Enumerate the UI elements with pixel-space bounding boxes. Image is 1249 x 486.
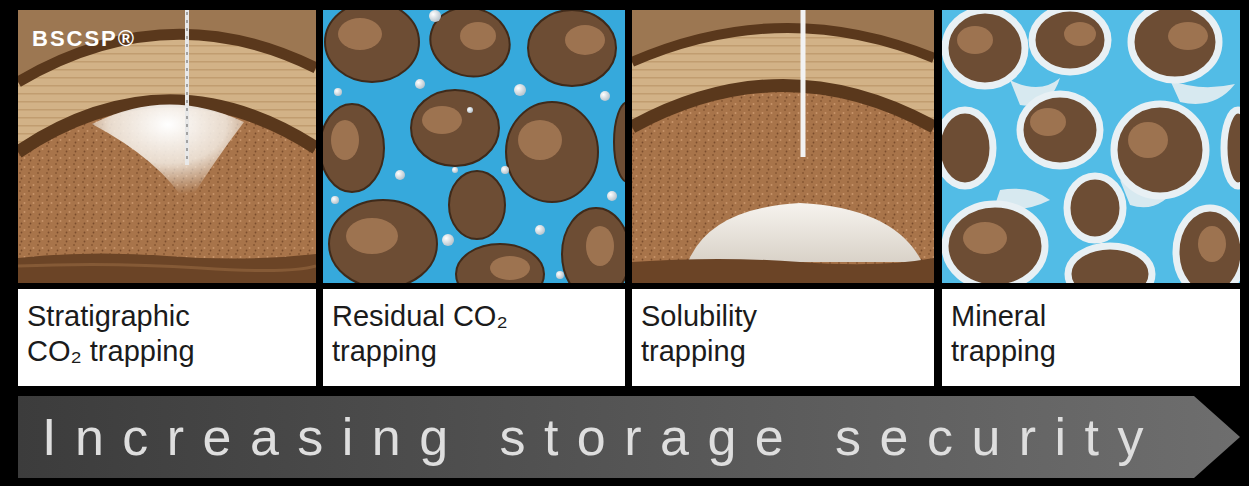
grain-highlight-part [346, 218, 398, 254]
co2-bubble-part [331, 196, 339, 204]
co2-bubble-part [395, 170, 405, 180]
residual-panel [323, 10, 625, 283]
mineral-panel [942, 10, 1240, 283]
stratigraphic-panel-part [186, 12, 188, 163]
label-box: Stratigraphic CO₂ trapping [18, 289, 316, 386]
grain-highlight-part [963, 222, 1007, 254]
solubility-panel-part [801, 10, 806, 157]
grain-highlight-part [586, 226, 614, 266]
grain-highlight-part [460, 22, 496, 50]
trapping-label: Stratigraphic CO₂ trapping [27, 299, 222, 369]
grain-highlight-part [565, 25, 605, 55]
watermark: BSCSP® [32, 28, 136, 50]
label-box: Solubility trapping [632, 289, 934, 386]
coated-grain-part [1176, 208, 1240, 283]
co2-bubble-part [600, 91, 610, 101]
co2-bubble-part [452, 167, 458, 173]
coated-grain-part [1020, 94, 1100, 166]
rock-grain-part [449, 171, 505, 239]
rock-grain-part [614, 102, 625, 182]
solubility-panel-part [632, 258, 934, 283]
rock-grain-part [323, 104, 384, 192]
trapping-label: Mineral trapping [951, 299, 1146, 369]
coated-grain-part [1114, 104, 1206, 196]
grain-highlight-part [957, 26, 993, 54]
coated-grain-part [1032, 10, 1108, 72]
grain-highlight-part [518, 120, 562, 160]
arrow-polygon [18, 396, 1240, 478]
trapping-label: Residual CO₂ trapping [332, 299, 527, 369]
co2-bubble-part [442, 234, 454, 246]
stratigraphic-panel-part [92, 104, 244, 205]
stratigraphic-panel-part [18, 10, 316, 283]
rock-grain-part [325, 10, 419, 82]
rock-grain-part [411, 90, 499, 166]
grain-highlight [957, 22, 1226, 262]
solubility-panel-part [632, 86, 934, 128]
arrow-band: Increasing storage security [18, 396, 1242, 478]
label-box: Residual CO₂ trapping [323, 289, 625, 386]
rock-grain-part [423, 10, 518, 85]
rock-grain [323, 10, 625, 283]
coated-grain-part [942, 110, 993, 186]
grain-highlight-part [1168, 22, 1208, 50]
stratigraphic-panel-part [185, 10, 189, 165]
stratigraphic-panel [18, 10, 316, 283]
co2-bubble-part [501, 166, 509, 174]
co2-bubble-part [429, 10, 441, 22]
solubility-panel-part [632, 10, 934, 62]
co2-bubble-part [556, 271, 564, 279]
rock-grain-part [456, 244, 544, 283]
mineral-deposit-part [1170, 80, 1235, 104]
coated-grain-part [1067, 176, 1123, 240]
grain-highlight-part [338, 18, 382, 50]
coated-grain-part [1068, 246, 1152, 283]
stratigraphic-panel-part [18, 264, 316, 270]
coated-grain-part [945, 10, 1025, 86]
coated-grain [942, 10, 1240, 283]
stratigraphic-panel-part [18, 10, 316, 82]
grain-highlight-part [1198, 226, 1226, 262]
co2-bubble [331, 10, 617, 279]
rock-grain-part [562, 208, 625, 283]
solubility-panel [632, 10, 934, 283]
band-title: Increasing storage security [42, 411, 1162, 463]
grain-highlight-part [1128, 122, 1168, 158]
stratigraphic-panel-part [18, 253, 316, 283]
co2-bubble-part [467, 107, 473, 113]
co2-bubble-part [334, 88, 342, 96]
rock-grain-part [329, 200, 437, 283]
grain-highlight-part [331, 120, 359, 160]
grain-highlight-part [490, 256, 530, 280]
solubility-panel-part [632, 28, 934, 62]
grain-highlight [331, 18, 614, 280]
rock-grain-part [528, 10, 616, 86]
trapping-label: Solubility trapping [641, 299, 836, 369]
co2-bubble-part [607, 191, 617, 201]
grain-highlight-part [422, 106, 462, 134]
coated-grain-part [1224, 110, 1240, 186]
coated-grain-part [945, 204, 1045, 283]
grain-highlight-part [1030, 108, 1066, 136]
rock-grain-part [506, 102, 598, 202]
label-box: Mineral trapping [942, 289, 1240, 386]
co2-bubble-part [514, 84, 526, 96]
co2-bubble-part [535, 225, 545, 235]
grain-highlight-part [1064, 22, 1096, 46]
co2-bubble-part [415, 79, 425, 89]
coated-grain-part [1131, 10, 1219, 80]
solubility-panel-part [688, 203, 922, 262]
solubility-panel-part [632, 10, 934, 283]
